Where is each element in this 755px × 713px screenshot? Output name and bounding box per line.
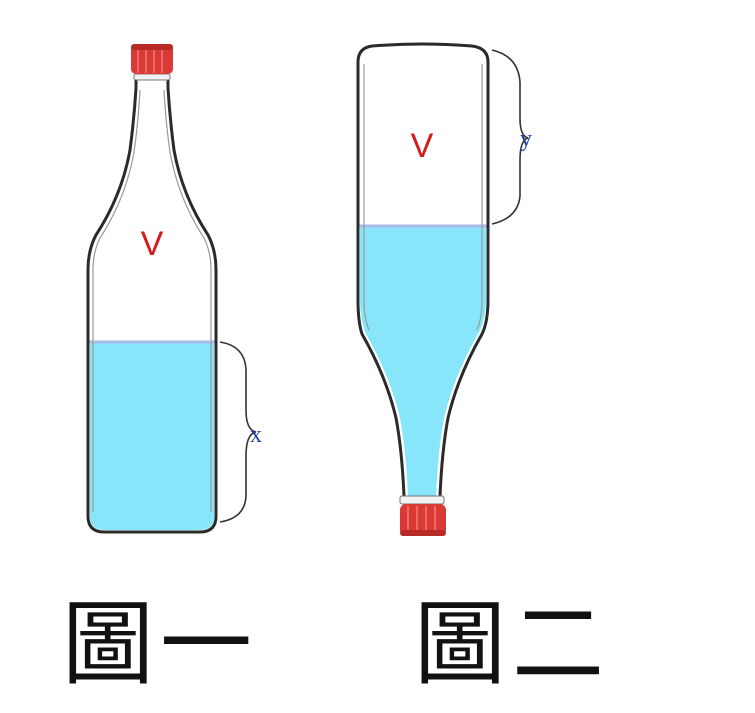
figure-1-volume-label: V — [141, 225, 164, 263]
figure-2-water — [360, 226, 486, 496]
figure-2-bottle-cap — [400, 504, 446, 536]
figure-1-height-label: x — [250, 422, 262, 448]
figure-1-water — [90, 342, 214, 530]
figure-2-caption: 圖二 — [414, 591, 611, 698]
figure-1-caption: 圖一 — [62, 591, 259, 698]
figure-1-bottle-outline — [86, 78, 218, 534]
figure-2-bottle-outline — [356, 42, 490, 504]
figure-2-height-label: y — [520, 126, 532, 152]
figure-1-bottle-cap — [131, 44, 173, 74]
figure-2-inverted-bottle: V y — [356, 42, 532, 536]
figure-1-upright-bottle: V x — [86, 44, 262, 534]
figure-2-volume-label: V — [411, 127, 434, 165]
figure-1-height-brace — [219, 341, 257, 523]
figure-2-height-brace — [491, 49, 529, 225]
